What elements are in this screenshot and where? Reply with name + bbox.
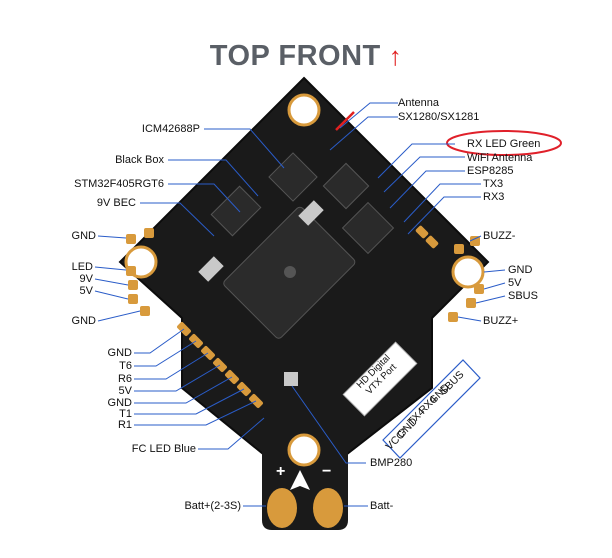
bmp-chip	[284, 372, 298, 386]
label-gnd-right: GND	[508, 264, 533, 276]
vtx-pinout-outline	[382, 359, 481, 459]
label-fc-led: FC LED Blue	[131, 443, 196, 455]
label-9v: 9V	[79, 273, 93, 285]
crystal-2	[198, 256, 224, 282]
label-tx3: TX3	[483, 178, 504, 190]
leader-lines	[94, 102, 506, 507]
esp-chip	[341, 201, 395, 255]
antenna-wire	[335, 111, 355, 131]
label-r6: R6	[117, 373, 132, 385]
label-t1: T1	[119, 408, 132, 420]
label-buzz-minus: BUZZ-	[483, 230, 516, 242]
label-gnd-b2: GND	[107, 397, 132, 409]
pad-minus-sign: −	[322, 463, 332, 480]
label-rx-led: RX LED Green	[467, 138, 541, 150]
batt-minus-pad	[313, 488, 343, 528]
label-esp8285: ESP8285	[467, 165, 514, 177]
rx-led-highlight	[446, 130, 562, 156]
mount-hole-bottom	[287, 433, 321, 467]
mcu-dot	[284, 266, 296, 278]
diagram-title: TOP FRONT↑	[0, 40, 612, 73]
right-pads	[448, 236, 484, 322]
label-rx3: RX3	[483, 191, 505, 203]
label-batt-plus: Batt+(2-3S)	[184, 500, 241, 512]
label-sx1280: SX1280/SX1281	[398, 111, 480, 123]
left-pads	[126, 228, 154, 316]
label-bmp280: BMP280	[370, 457, 413, 469]
label-5v-left: 5V	[79, 285, 93, 297]
upper-right-pads	[415, 225, 439, 249]
rf-chip	[322, 162, 370, 210]
black-box-chip	[210, 185, 262, 237]
label-sbus-right: SBUS	[508, 290, 538, 302]
batt-plus-pad	[267, 488, 297, 528]
pad-plus-sign: +	[276, 463, 286, 480]
label-black-box: Black Box	[115, 154, 164, 166]
label-led: LED	[71, 261, 93, 273]
label-antenna: Antenna	[398, 97, 439, 109]
label-gnd-left-2: GND	[71, 315, 96, 327]
label-gnd-left-1: GND	[71, 230, 96, 242]
label-5v-right: 5V	[508, 277, 522, 289]
vtx-connector	[342, 341, 418, 417]
label-5v-b: 5V	[118, 385, 132, 397]
label-batt-minus: Batt-	[370, 500, 394, 512]
label-gnd-b1: GND	[107, 347, 132, 359]
polarity-arrow-icon	[290, 470, 310, 490]
crystal	[298, 200, 324, 226]
up-arrow-icon: ↑	[388, 41, 403, 71]
label-wifi-antenna: WiFi Antenna	[467, 152, 533, 164]
label-t6: T6	[119, 360, 132, 372]
label-stm32: STM32F405RGT6	[74, 178, 164, 190]
label-r1: R1	[117, 419, 132, 431]
label-icm42688p: ICM42688P	[141, 123, 200, 135]
mount-hole-top	[287, 93, 321, 127]
title-text: TOP FRONT	[209, 40, 381, 72]
label-buzz-plus: BUZZ+	[483, 315, 519, 327]
label-9v-bec: 9V BEC	[96, 197, 136, 209]
mount-hole-right	[451, 255, 485, 289]
